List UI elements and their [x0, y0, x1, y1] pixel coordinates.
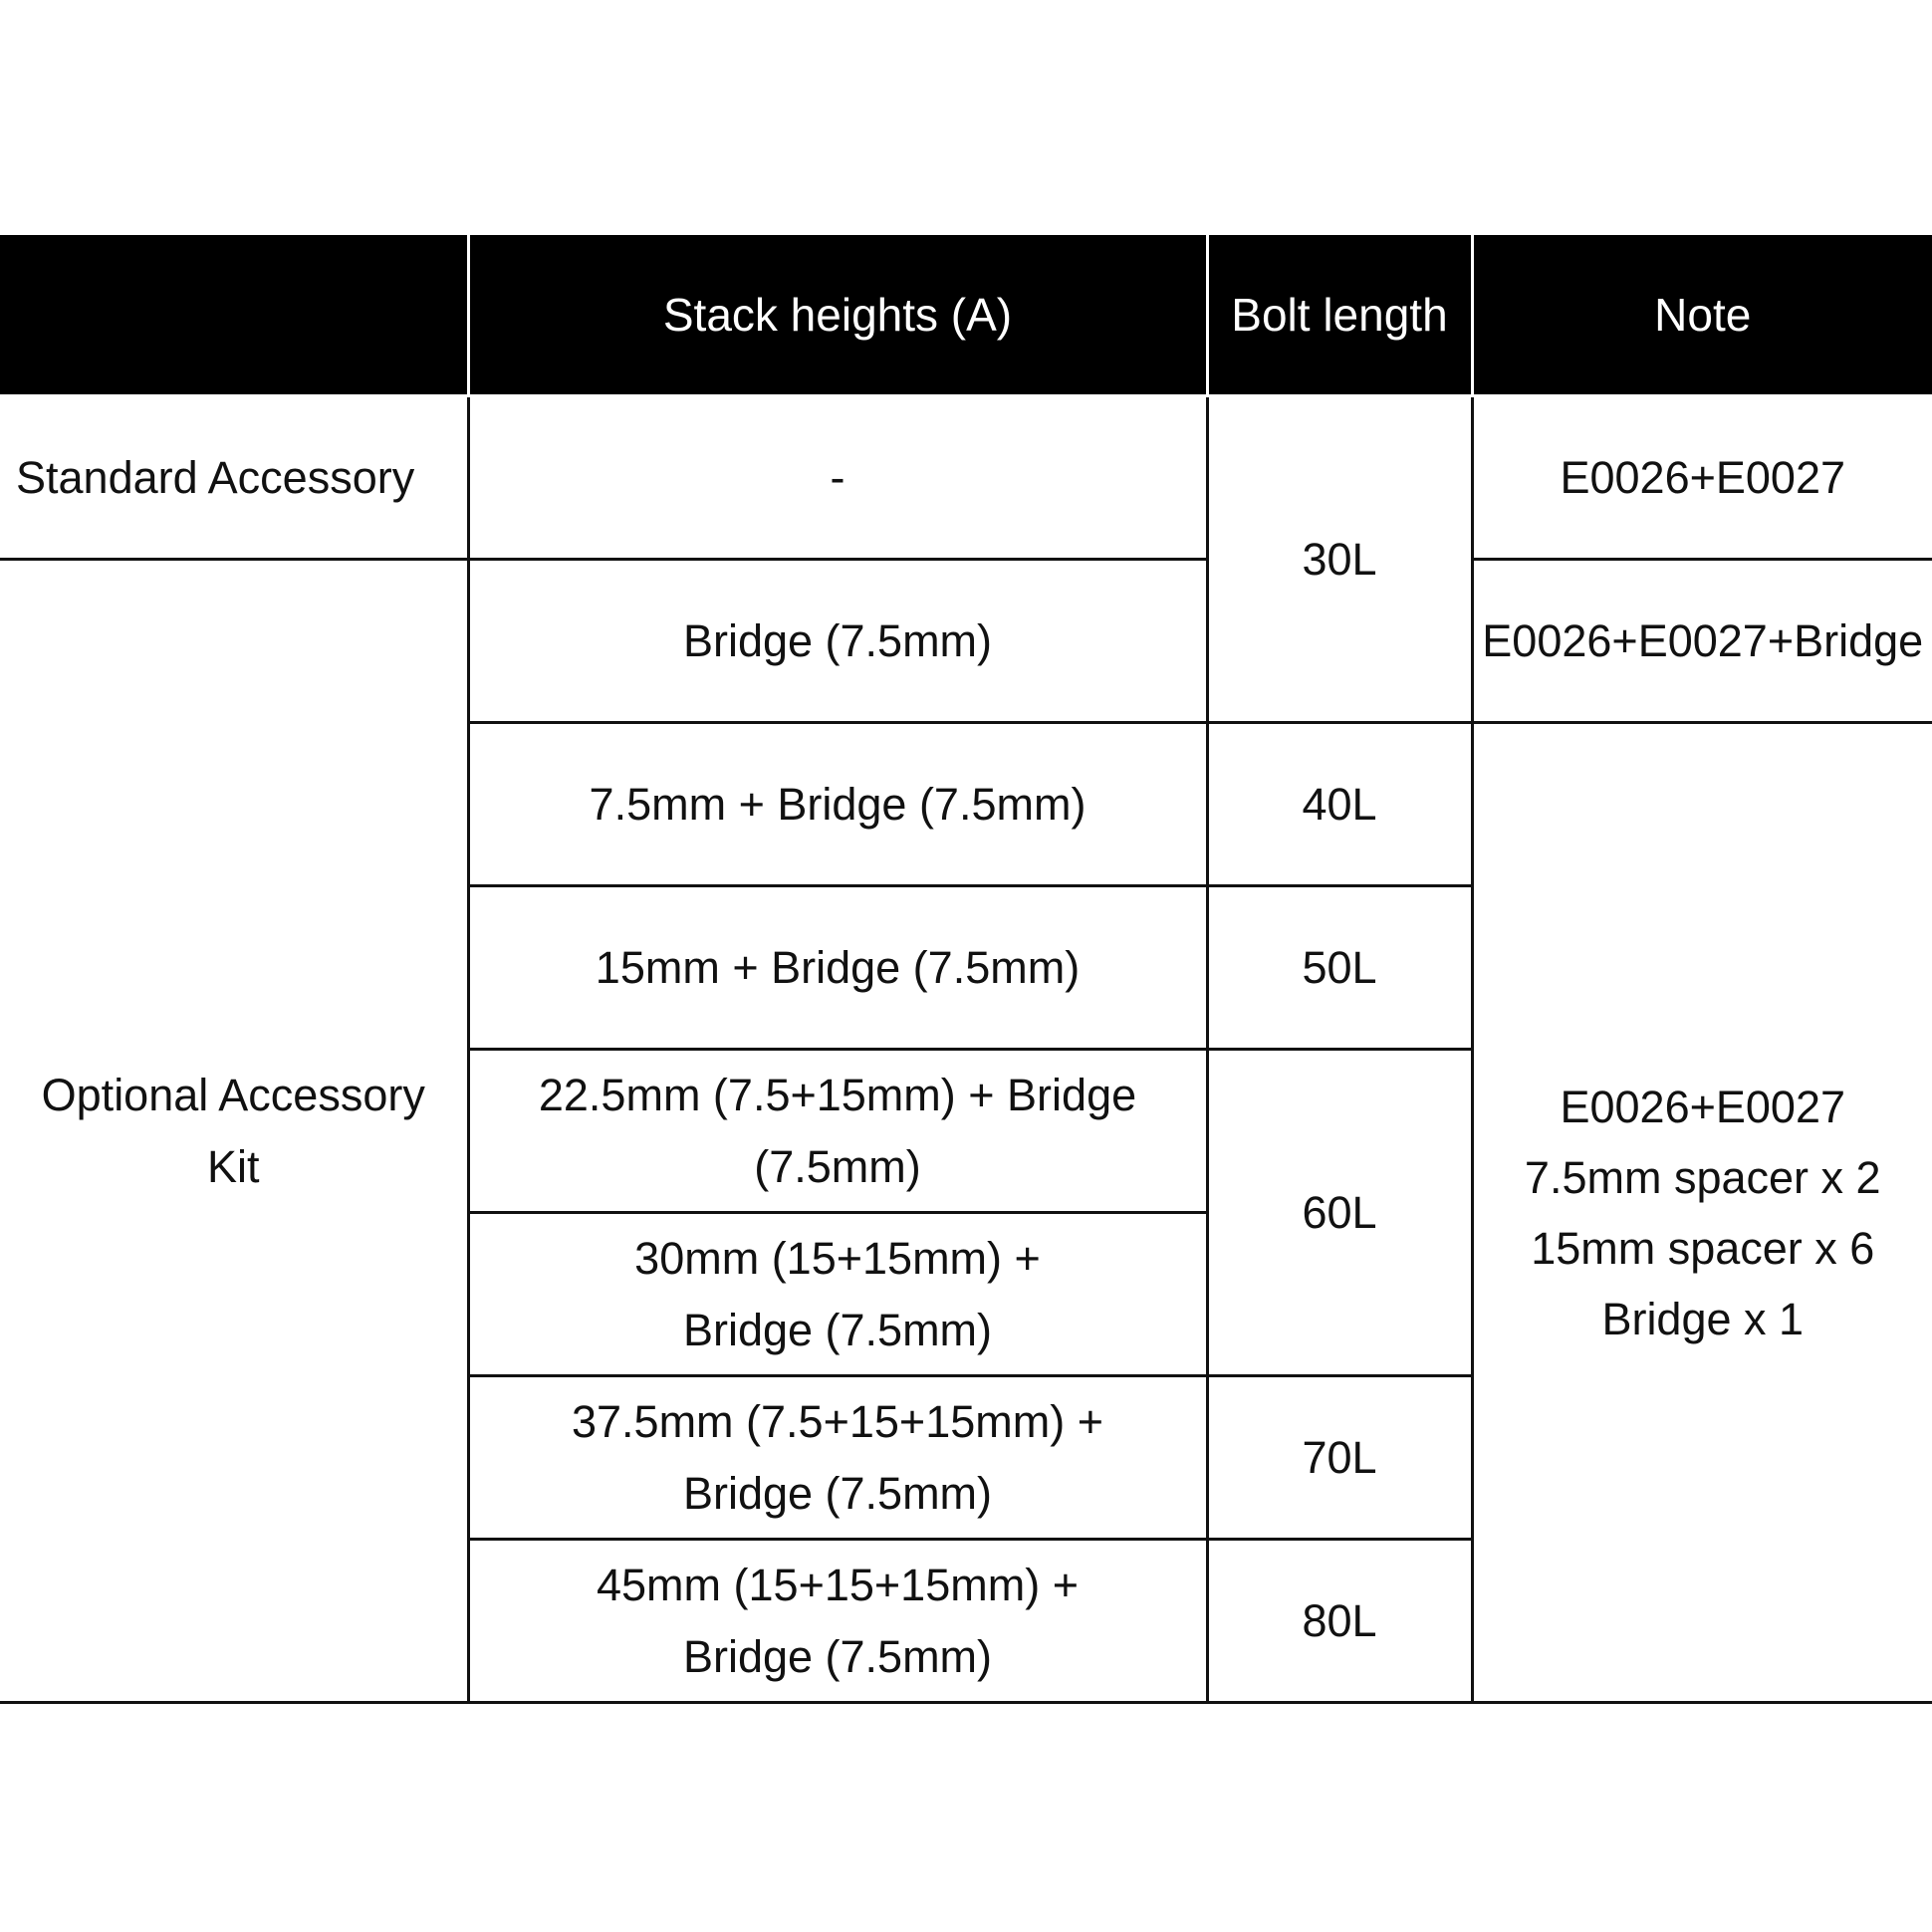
header-note: Note — [1470, 235, 1932, 396]
stack-height-text: 7.5mm + Bridge (7.5mm) — [589, 778, 1087, 830]
note-kit-line: Bridge x 1 — [1601, 1293, 1805, 1344]
stack-height-cell: 7.5mm + Bridge (7.5mm) — [466, 721, 1209, 887]
stack-height-cell: 22.5mm (7.5+15mm) + Bridge (7.5mm) — [466, 1048, 1209, 1214]
note-kit-cell: E0026+E0027 7.5mm spacer x 2 15mm spacer… — [1470, 721, 1932, 1704]
table-row: Optional Accessory Kit Bridge (7.5mm) E0… — [0, 558, 1932, 1704]
stack-height-text: 15mm + Bridge (7.5mm) — [595, 941, 1081, 993]
bolt-length-cell: 40L — [1205, 721, 1474, 887]
stack-height-text: 22.5mm (7.5+15mm) + Bridge — [538, 1069, 1137, 1120]
table-row: Standard Accessory - 30L E0026+E0027 — [0, 394, 1932, 724]
table-row: 7.5mm + Bridge (7.5mm) 40L E0026+E0027 7… — [0, 721, 1932, 1704]
stack-height-text: (7.5mm) — [754, 1140, 921, 1192]
stack-height-cell: Bridge (7.5mm) — [466, 558, 1209, 724]
table-row: 15mm + Bridge (7.5mm) 50L — [0, 884, 1932, 1051]
header-empty-cell — [0, 235, 470, 396]
row-head-standard: Standard Accessory — [0, 394, 470, 561]
stack-height-cell: - — [466, 394, 1209, 561]
header-row: Stack heights (A) Bolt length Note — [0, 235, 1932, 396]
row-head-optional: Optional Accessory Kit — [0, 558, 470, 1704]
note-cell: E0026+E0027+Bridge — [1470, 558, 1932, 724]
bolt-length-cell: 80L — [1205, 1538, 1474, 1704]
table-row: 37.5mm (7.5+15+15mm) + Bridge (7.5mm) 70… — [0, 1374, 1932, 1541]
stack-height-text: 30mm (15+15mm) + — [634, 1232, 1041, 1284]
stack-height-cell: 15mm + Bridge (7.5mm) — [466, 884, 1209, 1051]
stack-height-cell: 30mm (15+15mm) + Bridge (7.5mm) — [466, 1211, 1209, 1377]
stack-height-text: Bridge (7.5mm) — [682, 614, 993, 666]
note-kit-line: 15mm spacer x 6 — [1531, 1222, 1875, 1274]
stack-height-text: - — [830, 451, 845, 503]
stack-height-text: 45mm (15+15+15mm) + — [597, 1559, 1079, 1610]
table-header: Stack heights (A) Bolt length Note — [0, 235, 1932, 396]
table-row: 22.5mm (7.5+15mm) + Bridge (7.5mm) 60L — [0, 1048, 1932, 1377]
spec-table-container: Stack heights (A) Bolt length Note Stand… — [0, 235, 1932, 1704]
row-head-optional-line-2: Kit — [206, 1140, 260, 1192]
stack-height-cell: 45mm (15+15+15mm) + Bridge (7.5mm) — [466, 1538, 1209, 1704]
table-body: Standard Accessory - 30L E0026+E0027 Opt… — [0, 394, 1932, 1704]
stack-height-cell: 37.5mm (7.5+15+15mm) + Bridge (7.5mm) — [466, 1374, 1209, 1541]
note-kit-line: 7.5mm spacer x 2 — [1524, 1151, 1881, 1203]
stack-height-text: Bridge (7.5mm) — [682, 1630, 993, 1682]
header-bolt-length: Bolt length — [1205, 235, 1474, 396]
note-kit-line: E0026+E0027 — [1560, 1081, 1846, 1132]
bolt-length-cell: 70L — [1205, 1374, 1474, 1541]
header-stack-heights: Stack heights (A) — [466, 235, 1209, 396]
stack-height-text: 37.5mm (7.5+15+15mm) + — [571, 1395, 1103, 1447]
note-cell: E0026+E0027 — [1470, 394, 1932, 561]
bolt-length-cell: 30L — [1205, 394, 1474, 724]
stack-height-table: Stack heights (A) Bolt length Note Stand… — [0, 235, 1932, 1704]
bolt-length-cell: 60L — [1205, 1048, 1474, 1377]
bolt-length-cell: 50L — [1205, 884, 1474, 1051]
table-row: 30mm (15+15mm) + Bridge (7.5mm) — [0, 1211, 1932, 1377]
table-row: 45mm (15+15+15mm) + Bridge (7.5mm) 80L — [0, 1538, 1932, 1704]
stack-height-text: Bridge (7.5mm) — [682, 1467, 993, 1519]
row-head-optional-line-1: Optional Accessory — [41, 1069, 425, 1120]
stack-height-text: Bridge (7.5mm) — [682, 1304, 993, 1355]
